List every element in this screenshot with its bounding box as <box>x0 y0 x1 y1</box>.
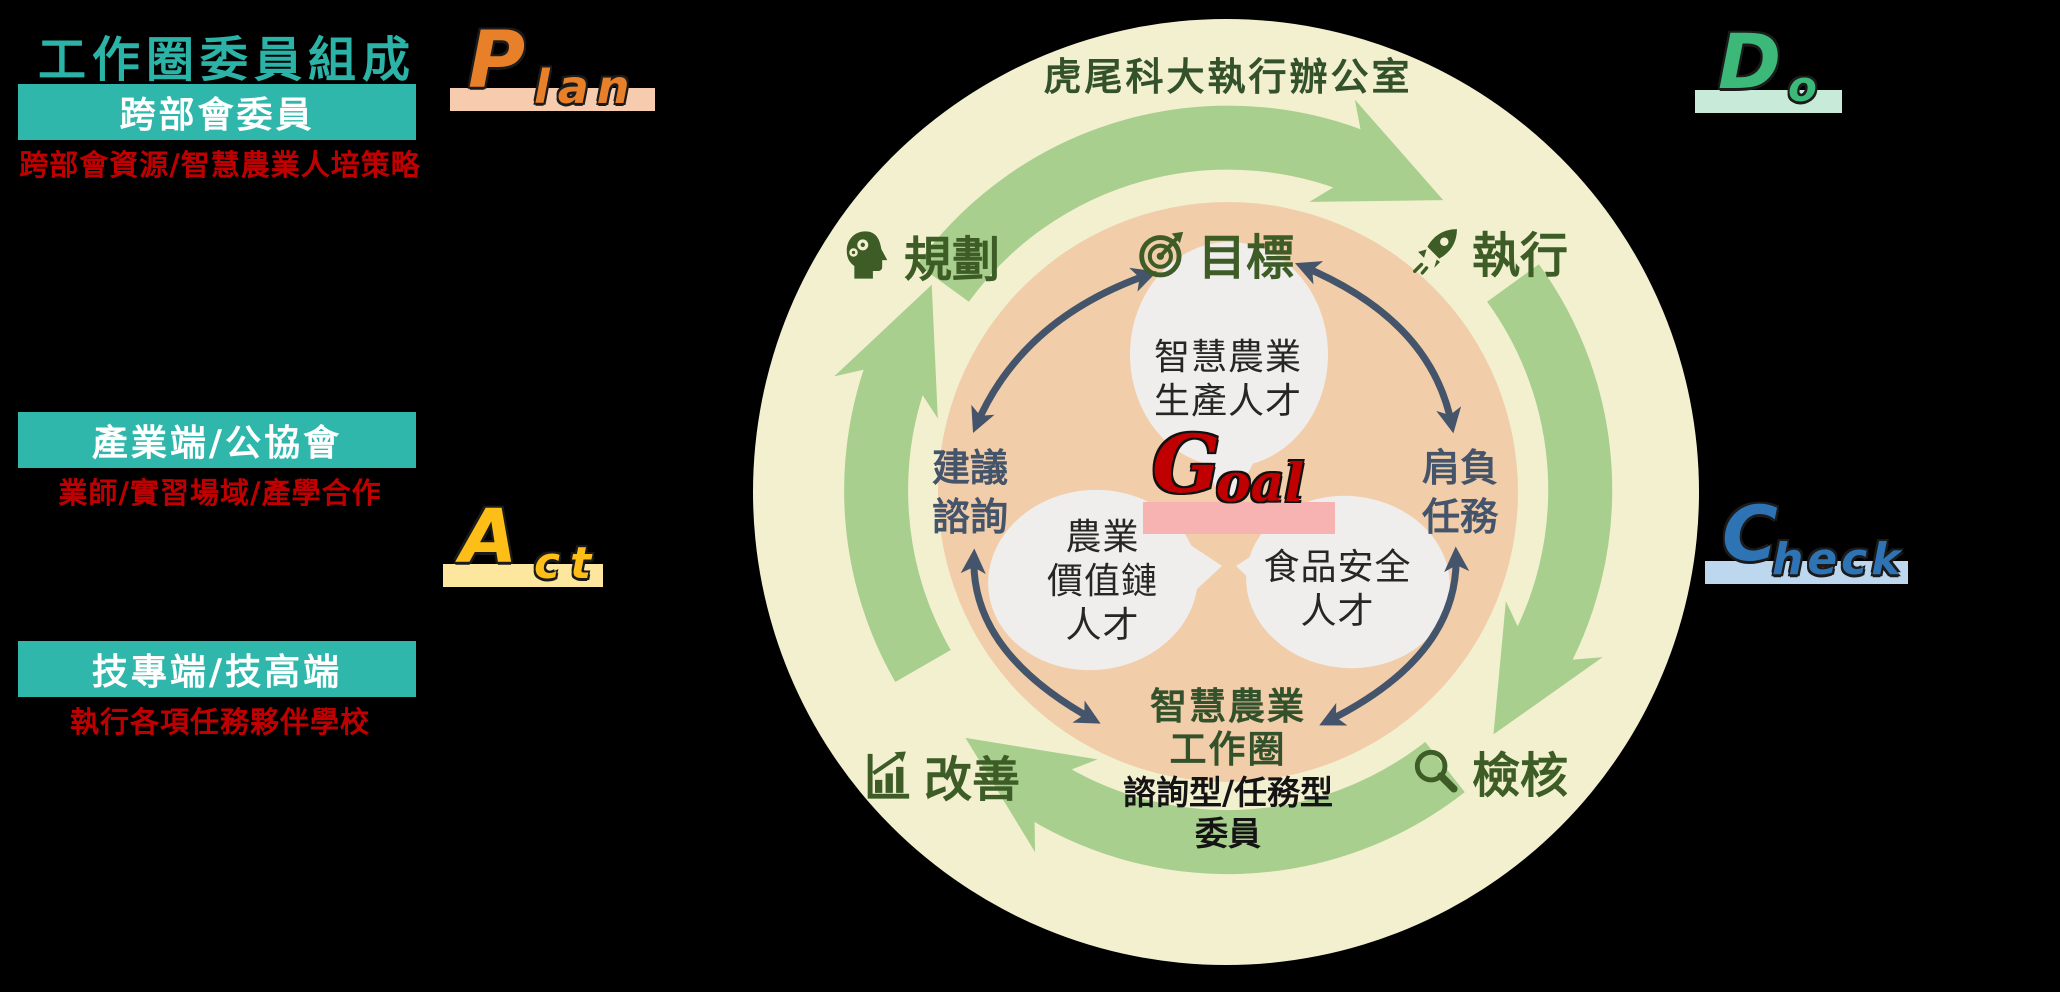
banner-industry: 產業端/公協會 <box>18 412 416 468</box>
do-initial: D <box>1718 17 1782 106</box>
stage-goal-label: 目標 <box>1198 230 1295 286</box>
check-rest: heck <box>1772 534 1905 585</box>
navy-arrow-advice-circle <box>960 548 1101 724</box>
navy-arrow-goal-mission <box>1295 261 1462 434</box>
stage-goal: 目標 <box>1136 218 1294 288</box>
check-underline <box>1705 561 1908 584</box>
magnifier-icon <box>1414 749 1458 793</box>
page-title: 工作圈委員組成 <box>38 32 417 88</box>
stage-check-label: 檢核 <box>1472 748 1569 804</box>
act-underline <box>443 564 603 587</box>
bubble-top-tail <box>1188 436 1268 510</box>
navy-arrow-goal-advice <box>971 267 1158 433</box>
green-arrow-right <box>1486 264 1613 735</box>
side-note-advice: 建議 諮詢 <box>931 446 1008 539</box>
green-arrow-top <box>917 99 1444 302</box>
stage-plan: 規劃 <box>840 220 1000 290</box>
plan-initial: P <box>468 16 526 106</box>
note-industry: 業師/實習場域/產學合作 <box>58 476 382 510</box>
stage-plan-label: 規劃 <box>904 232 1001 288</box>
green-arrow-left <box>834 284 951 682</box>
talent-left: 農業 價值鏈 人才 <box>1046 517 1158 646</box>
stage-act-label: 改善 <box>924 752 1021 808</box>
note-cross-ministry: 跨部會資源/智慧農業人培策略 <box>19 148 421 182</box>
note-schools: 執行各項任務夥伴學校 <box>69 705 370 739</box>
banner-schools: 技專端/技高端 <box>18 641 416 697</box>
goal-rest: oal <box>1216 453 1305 514</box>
committee-subtitle: 諮詢型/任務型 委員 <box>1122 773 1334 854</box>
bubble-top <box>1130 242 1328 467</box>
green-arrow-bottom <box>965 737 1465 875</box>
work-circle-title: 智慧農業 工作圈 <box>1150 685 1306 771</box>
talent-right: 食品安全 人才 <box>1263 547 1412 632</box>
talent-top: 智慧農業 生產人才 <box>1153 337 1302 422</box>
office-label: 虎尾科大執行辦公室 <box>1043 55 1413 99</box>
act-initial: A <box>460 494 518 580</box>
do-rest: o <box>1788 62 1817 111</box>
goal-initial: G <box>1152 417 1221 511</box>
head-gears-icon <box>846 231 888 279</box>
stage-act: 改善 <box>862 740 1020 810</box>
bar-chart-icon <box>867 751 910 799</box>
stage-do: 執行 <box>1408 216 1568 286</box>
check-initial: C <box>1722 489 1778 578</box>
bubble-right-tail <box>1236 532 1288 612</box>
rocket-icon <box>1413 229 1457 275</box>
plan-underline <box>450 88 655 111</box>
stage-check: 檢核 <box>1410 736 1568 806</box>
goal-highlight-bar <box>1143 502 1335 534</box>
plan-rest: lan <box>534 60 638 114</box>
banner-cross-ministry: 跨部會委員 <box>18 84 416 140</box>
do-underline <box>1695 90 1842 113</box>
stage-do-label: 執行 <box>1472 228 1569 284</box>
navy-arrow-mission-circle <box>1319 546 1470 726</box>
side-note-mission: 肩負 任務 <box>1421 446 1498 539</box>
target-icon <box>1139 231 1184 278</box>
act-rest: ct <box>534 538 602 589</box>
bubble-left-tail <box>1168 530 1222 612</box>
